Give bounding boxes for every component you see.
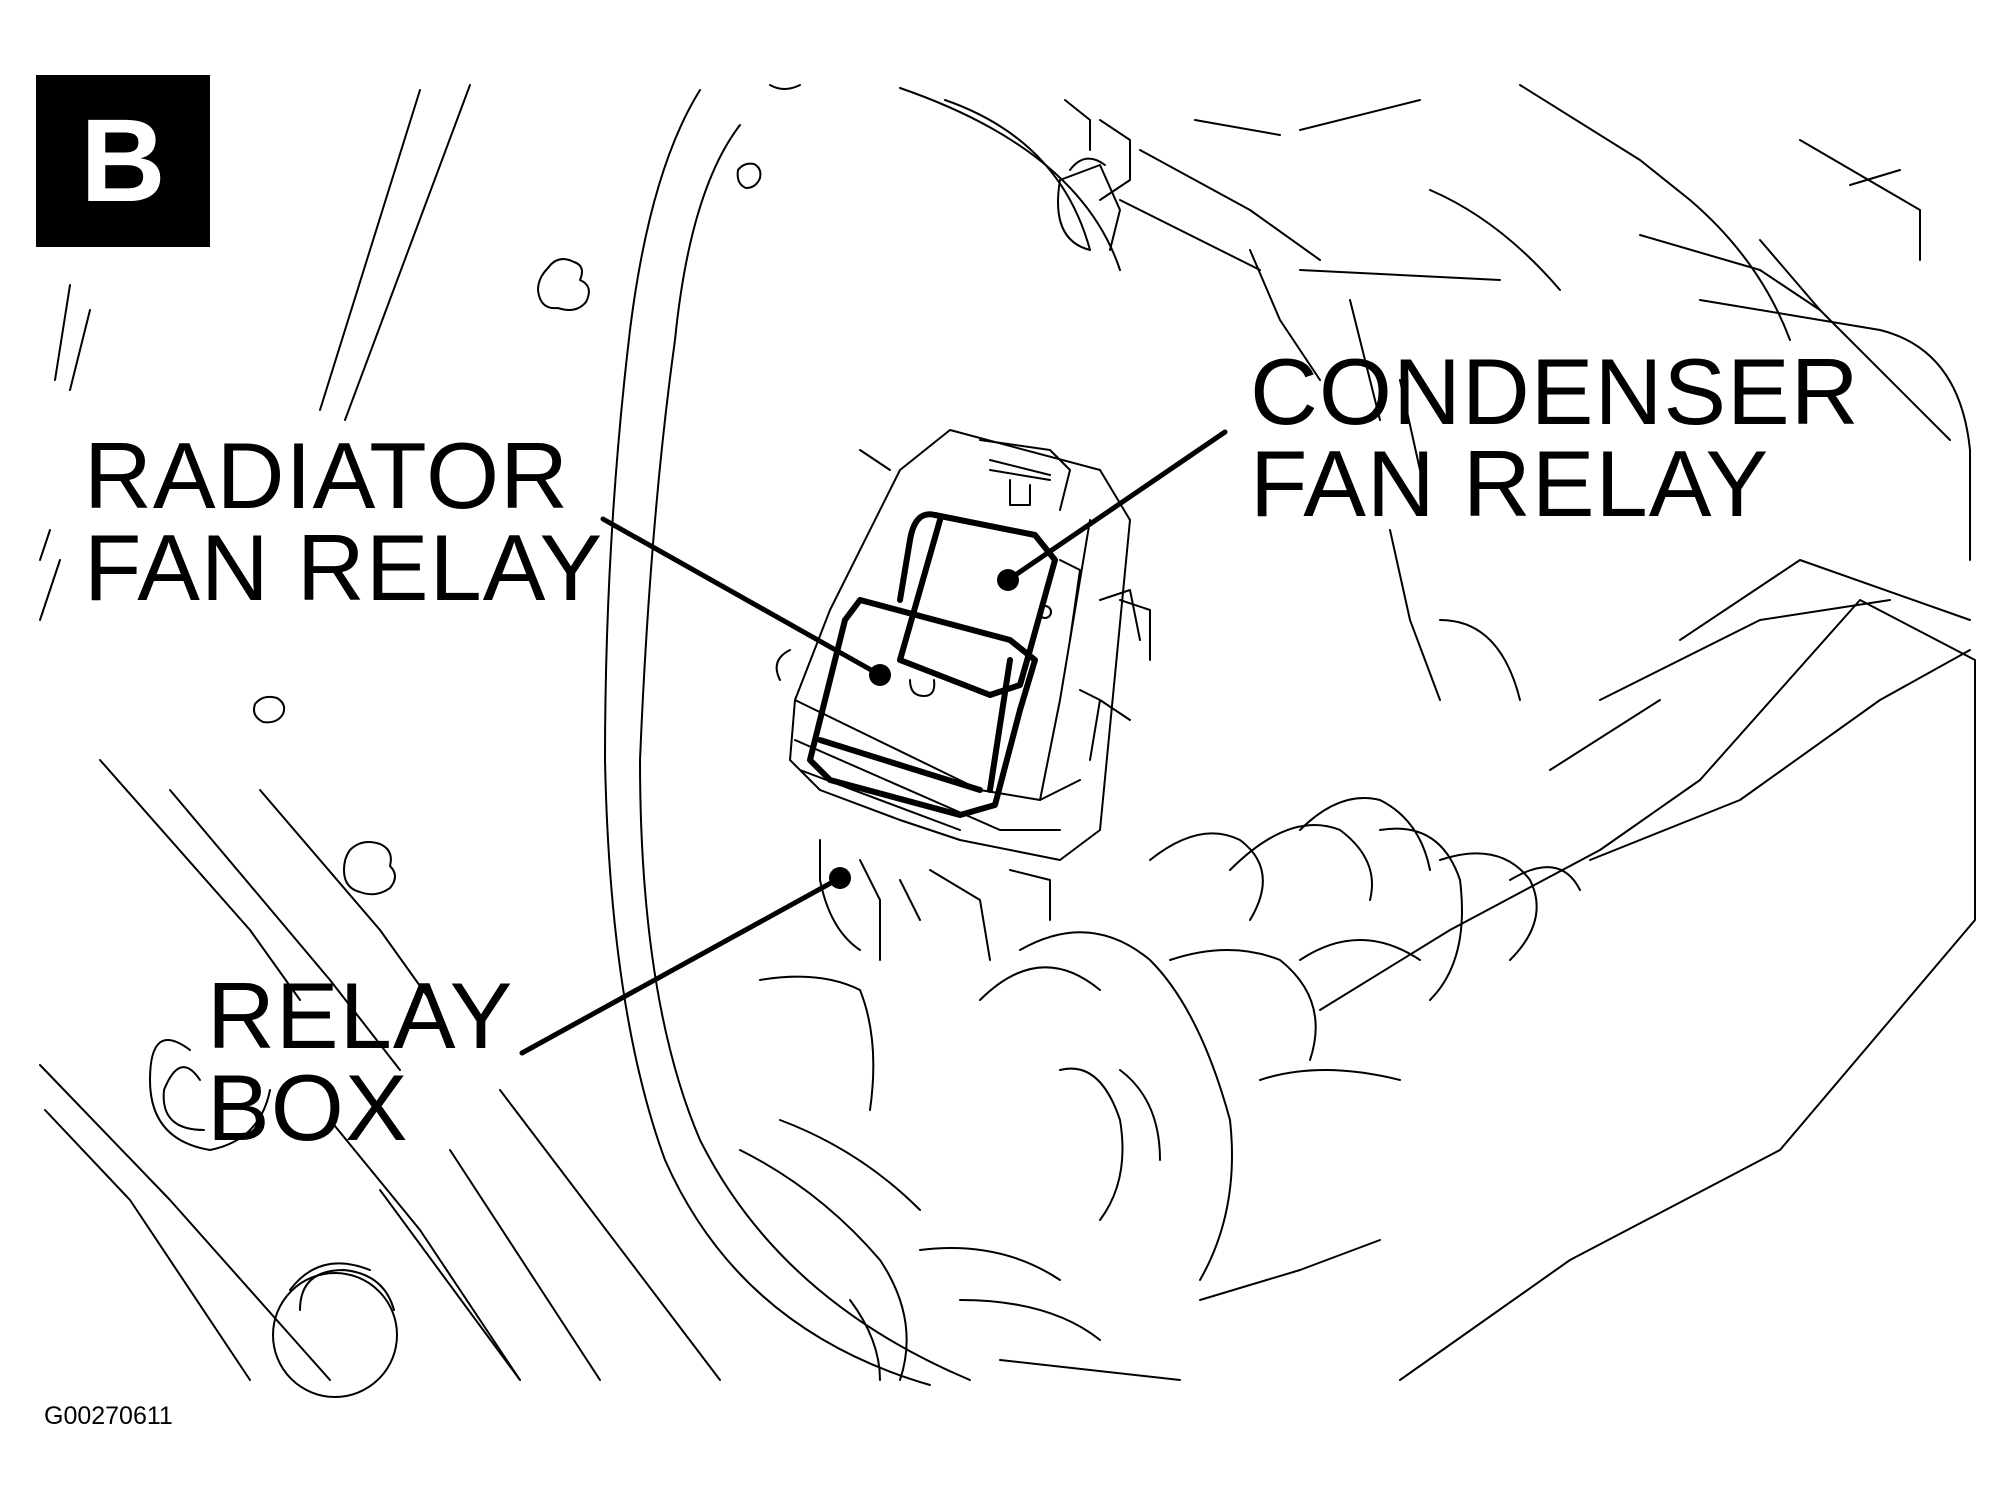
leader-dots <box>829 569 1019 889</box>
radiator-label-line1: RADIATOR <box>84 423 570 528</box>
relaybox-leader-line <box>519 875 843 1056</box>
hoses-and-harness <box>739 797 1581 1381</box>
fender-panel-lines <box>39 84 721 1381</box>
condenser-label-line1: CONDENSER <box>1250 339 1860 444</box>
figure-code: G00270611 <box>44 1402 173 1430</box>
radiator-label-line2: FAN RELAY <box>84 515 604 620</box>
bolt-holes <box>253 84 801 896</box>
condenser-leader-line <box>1005 429 1228 583</box>
relaybox-leader-dot <box>829 867 851 889</box>
condenser-fan-relay <box>897 511 1058 698</box>
battery-tray <box>1319 529 1976 1381</box>
condenser-label-line2: FAN RELAY <box>1250 431 1770 536</box>
relay-box-label: RELAY BOX <box>207 963 514 1160</box>
wheel-arch <box>604 87 1121 1386</box>
relay-details <box>909 459 1052 697</box>
panel-letter-badge: B <box>36 75 210 247</box>
condenser-leader-dot <box>997 569 1019 591</box>
radiator-leader-line <box>600 516 883 678</box>
radiator-fan-relay-label: RADIATOR FAN RELAY <box>84 423 604 620</box>
upper-engine-parts <box>1057 84 1971 561</box>
radiator-leader-dot <box>869 664 891 686</box>
relaybox-label-line2: BOX <box>207 1055 409 1160</box>
leader-lines <box>519 429 1228 1056</box>
relaybox-label-line1: RELAY <box>207 963 514 1068</box>
radiator-fan-relay <box>807 597 1038 818</box>
condenser-fan-relay-label: CONDENSER FAN RELAY <box>1250 339 1860 536</box>
grommets <box>149 1039 398 1398</box>
